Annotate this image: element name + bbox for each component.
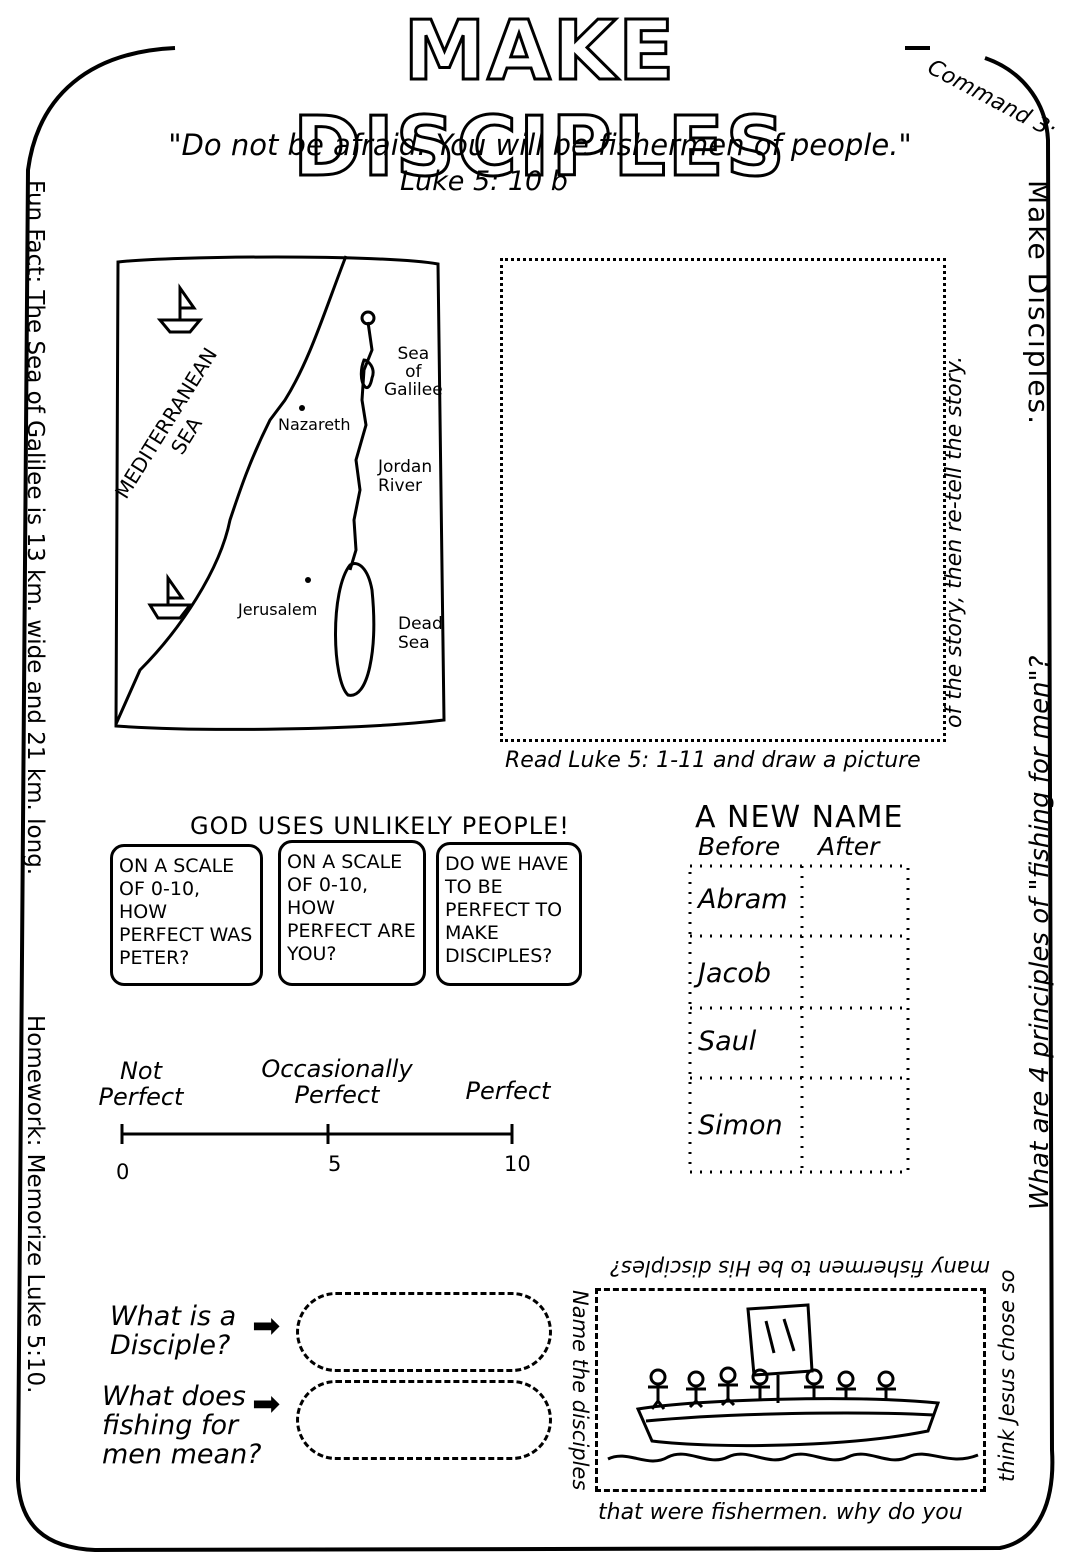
new-name-grid: Abram Jacob Saul Simon [688, 864, 910, 1174]
draw-caption-side: of the story, then re-tell the story. [942, 355, 967, 728]
sea-of-galilee-label: Sea of Galilee [384, 345, 443, 399]
map-drawing [114, 255, 446, 731]
boat-caption-left: Name the disciples [568, 1290, 592, 1491]
after-cell-3[interactable] [806, 1012, 906, 1076]
unlikely-heading: GOD USES UNLIKELY PEOPLE! [190, 812, 570, 840]
fun-fact: Fun Fact: The Sea of Galilee is 13 km. w… [22, 180, 48, 876]
scale-tick-0: 0 [116, 1160, 130, 1184]
boat-drawing [607, 1303, 979, 1463]
map: MEDITERRANEAN SEA Sea of Galilee Nazaret… [110, 250, 450, 740]
new-name-before: Before [698, 832, 781, 861]
dead-sea-line-2: Sea [398, 633, 430, 653]
new-name-after: After [818, 832, 880, 861]
quote-reference: Luke 5: 10 b [400, 166, 568, 197]
after-cell-4[interactable] [806, 1082, 906, 1170]
scale-label-perfect: Perfect [465, 1077, 551, 1105]
question-disciple: What is a Disciple? [110, 1301, 237, 1361]
scale-tick-5: 5 [328, 1152, 342, 1176]
dead-sea-line-1: Dead [398, 614, 443, 634]
name-saul: Saul [698, 1026, 757, 1057]
arrow-right-icon: ➡ [252, 1384, 281, 1424]
name-simon: Simon [698, 1110, 783, 1141]
question-box-perfect: DO WE HAVE TO BE PERFECT TO MAKE DISCIPL… [436, 842, 582, 986]
right-vertical-title: Make Disciples. [1022, 180, 1055, 427]
dead-sea-label: Dead Sea [398, 615, 443, 653]
scale-label-not-perfect: Not Perfect [98, 1057, 184, 1111]
new-name-heading: A NEW NAME [695, 800, 904, 835]
answer-disciple-field[interactable] [296, 1292, 552, 1372]
jordan-line-1: Jordan [378, 457, 433, 477]
draw-caption-bottom: Read Luke 5: 1-11 and draw a picture [505, 748, 921, 773]
galilee-line-3: Galilee [384, 380, 443, 400]
scale-label-occasionally: Occasionally Perfect [261, 1055, 413, 1109]
boat-caption-right: think Jesus chose so [995, 1269, 1019, 1482]
disciples-boat-area[interactable] [595, 1288, 986, 1492]
answer-fishing-field[interactable] [296, 1380, 552, 1460]
question-box-you: ON A SCALE OF 0-10, HOW PERFECT ARE YOU? [278, 840, 426, 986]
jerusalem-label: Jerusalem [238, 600, 318, 619]
name-abram: Abram [698, 884, 788, 915]
name-jacob: Jacob [698, 958, 772, 989]
boat-caption-bottom: that were fishermen. why do you [598, 1500, 963, 1525]
story-drawing-area[interactable] [500, 258, 946, 742]
after-cell-2[interactable] [806, 940, 906, 1006]
bible-quote: "Do not be afraid. You will be fishermen… [168, 128, 912, 162]
galilee-line-1: Sea [397, 344, 430, 364]
right-question: What are 4 principles of "fishing for me… [1025, 655, 1055, 1210]
galilee-line-2: of [405, 362, 422, 382]
scale-tick-10: 10 [504, 1152, 531, 1176]
question-fishing: What does fishing for men mean? [102, 1381, 262, 1470]
scale-line [120, 1124, 514, 1144]
homework: Homework: Memorize Luke 5:10. [22, 1015, 48, 1394]
jordan-line-2: River [378, 476, 423, 496]
nazareth-label: Nazareth [278, 415, 351, 434]
jordan-river-label: Jordan River [378, 458, 432, 496]
question-box-peter: ON A SCALE OF 0-10, HOW PERFECT WAS PETE… [110, 844, 263, 986]
grid-lines [688, 864, 910, 1174]
arrow-right-icon: ➡ [252, 1306, 281, 1346]
after-cell-1[interactable] [806, 868, 906, 934]
page-title: MAKE DISCIPLES [292, 3, 787, 197]
boat-caption-top: many fishermen to be His disciples? [609, 1256, 990, 1280]
